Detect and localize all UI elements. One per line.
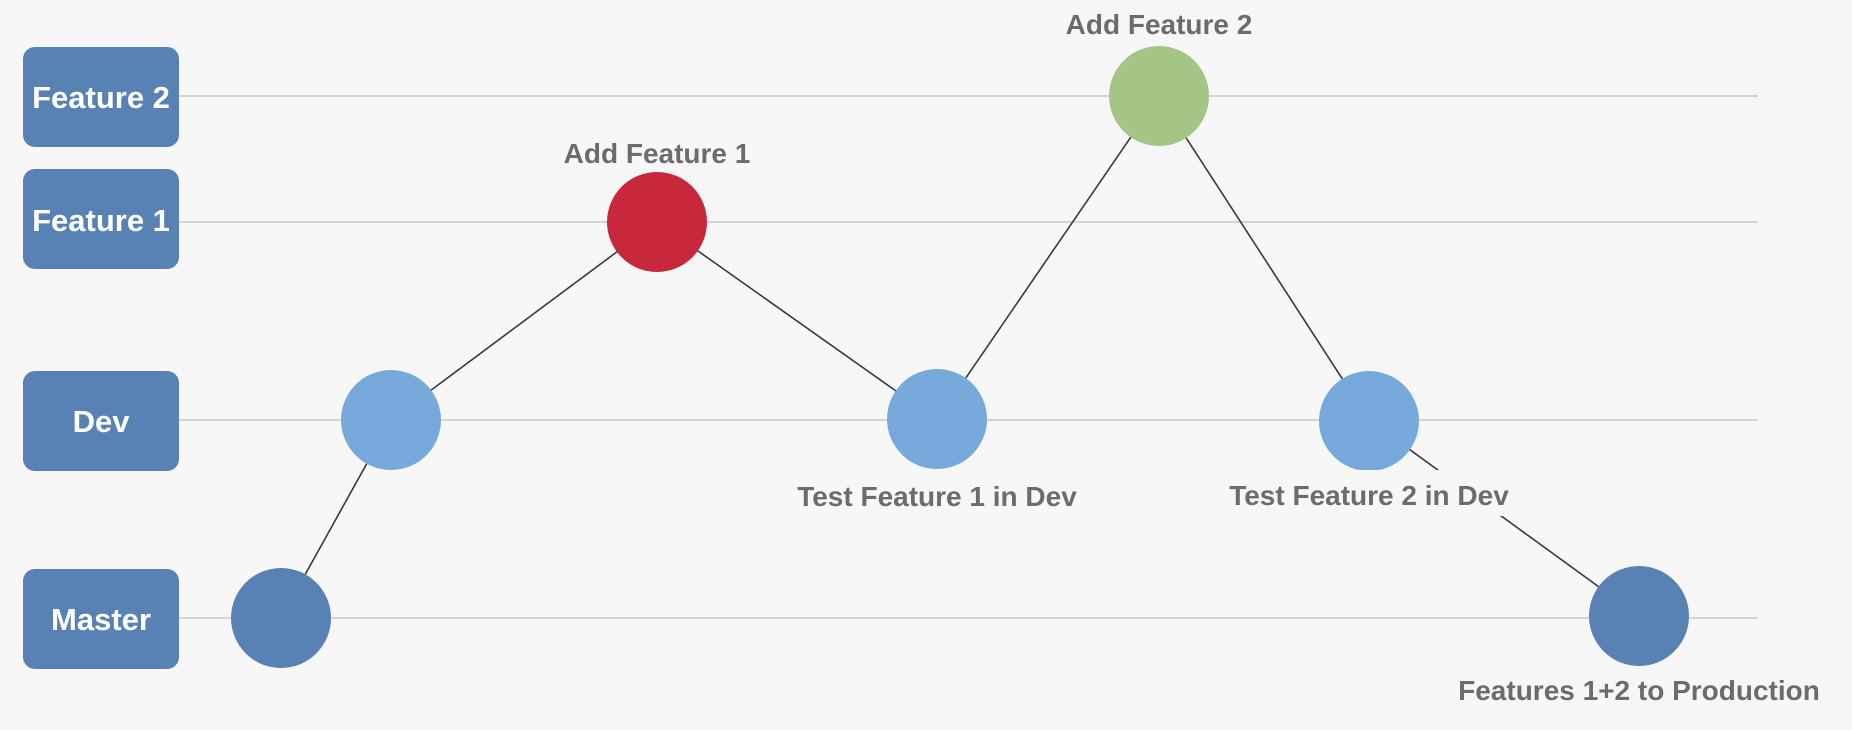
node-master-start bbox=[231, 568, 331, 668]
lane-label-feature2: Feature 2 bbox=[32, 80, 170, 115]
node-master-end bbox=[1589, 566, 1689, 666]
lane-dev: Dev bbox=[23, 371, 179, 471]
lane-master: Master bbox=[23, 569, 179, 669]
label-test-feature-1: Test Feature 1 in Dev bbox=[797, 481, 1077, 512]
lane-label-feature1: Feature 1 bbox=[32, 203, 170, 238]
lane-box bbox=[23, 169, 179, 269]
lane-box bbox=[23, 371, 179, 471]
lane-label-dev: Dev bbox=[73, 404, 131, 439]
node-dev-1 bbox=[341, 370, 441, 470]
label-backdrop bbox=[1216, 470, 1522, 516]
label-add-feature-1: Add Feature 1 bbox=[564, 138, 751, 169]
edge-feature1-to-dev bbox=[656, 221, 938, 421]
node-add-feature-2 bbox=[1109, 46, 1209, 146]
lane-feature2: Feature 2 bbox=[23, 47, 179, 147]
edge-dev-to-feature1 bbox=[390, 221, 658, 421]
node-add-feature-1 bbox=[607, 172, 707, 272]
label-add-feature-2: Add Feature 2 bbox=[1066, 9, 1253, 40]
lane-box bbox=[23, 569, 179, 669]
node-dev-2 bbox=[887, 369, 987, 469]
edge-feature2-to-dev bbox=[1158, 95, 1370, 421]
label-test-feature-2: Test Feature 2 in Dev bbox=[1229, 480, 1509, 511]
lane-feature1: Feature 1 bbox=[23, 169, 179, 269]
label-production: Features 1+2 to Production bbox=[1458, 675, 1820, 706]
lane-box bbox=[23, 47, 179, 147]
edge-dev-to-master bbox=[1368, 419, 1640, 617]
edge-dev-to-feature2 bbox=[936, 95, 1160, 421]
lane-label-master: Master bbox=[51, 602, 151, 637]
node-dev-3 bbox=[1319, 371, 1419, 471]
